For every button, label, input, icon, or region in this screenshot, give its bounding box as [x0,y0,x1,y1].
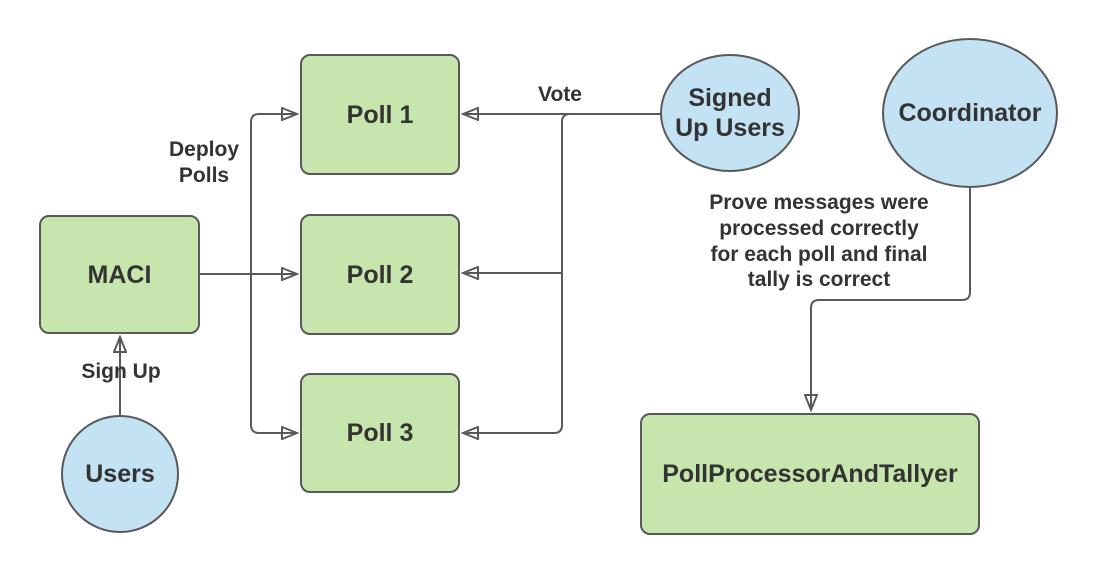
edge-prove-to-tallyer-arrow [811,188,971,409]
node-poll-2: Poll 2 [300,214,460,335]
node-signed-up-users: Signed Up Users [660,54,800,172]
node-poll-1: Poll 1 [300,54,460,175]
node-maci: MACI [39,215,200,334]
edge-label-sign-up: Sign Up [81,360,161,383]
edge-label-deploy-polls: Deploy Polls [168,138,240,187]
edge-vote-to-poll3-arrow [464,113,571,433]
node-users: Users [61,415,179,533]
node-coordinator: Coordinator [882,38,1058,188]
edge-label-vote: Vote [538,83,582,106]
edge-deploy-to-poll1-arrow [250,114,296,274]
edge-label-prove: Prove messages were processed correctly … [709,191,929,292]
edge-deploy-to-poll3-arrow [250,274,296,433]
node-poll-3: Poll 3 [300,373,460,493]
node-poll-processor-and-tallyer: PollProcessorAndTallyer [640,413,980,535]
